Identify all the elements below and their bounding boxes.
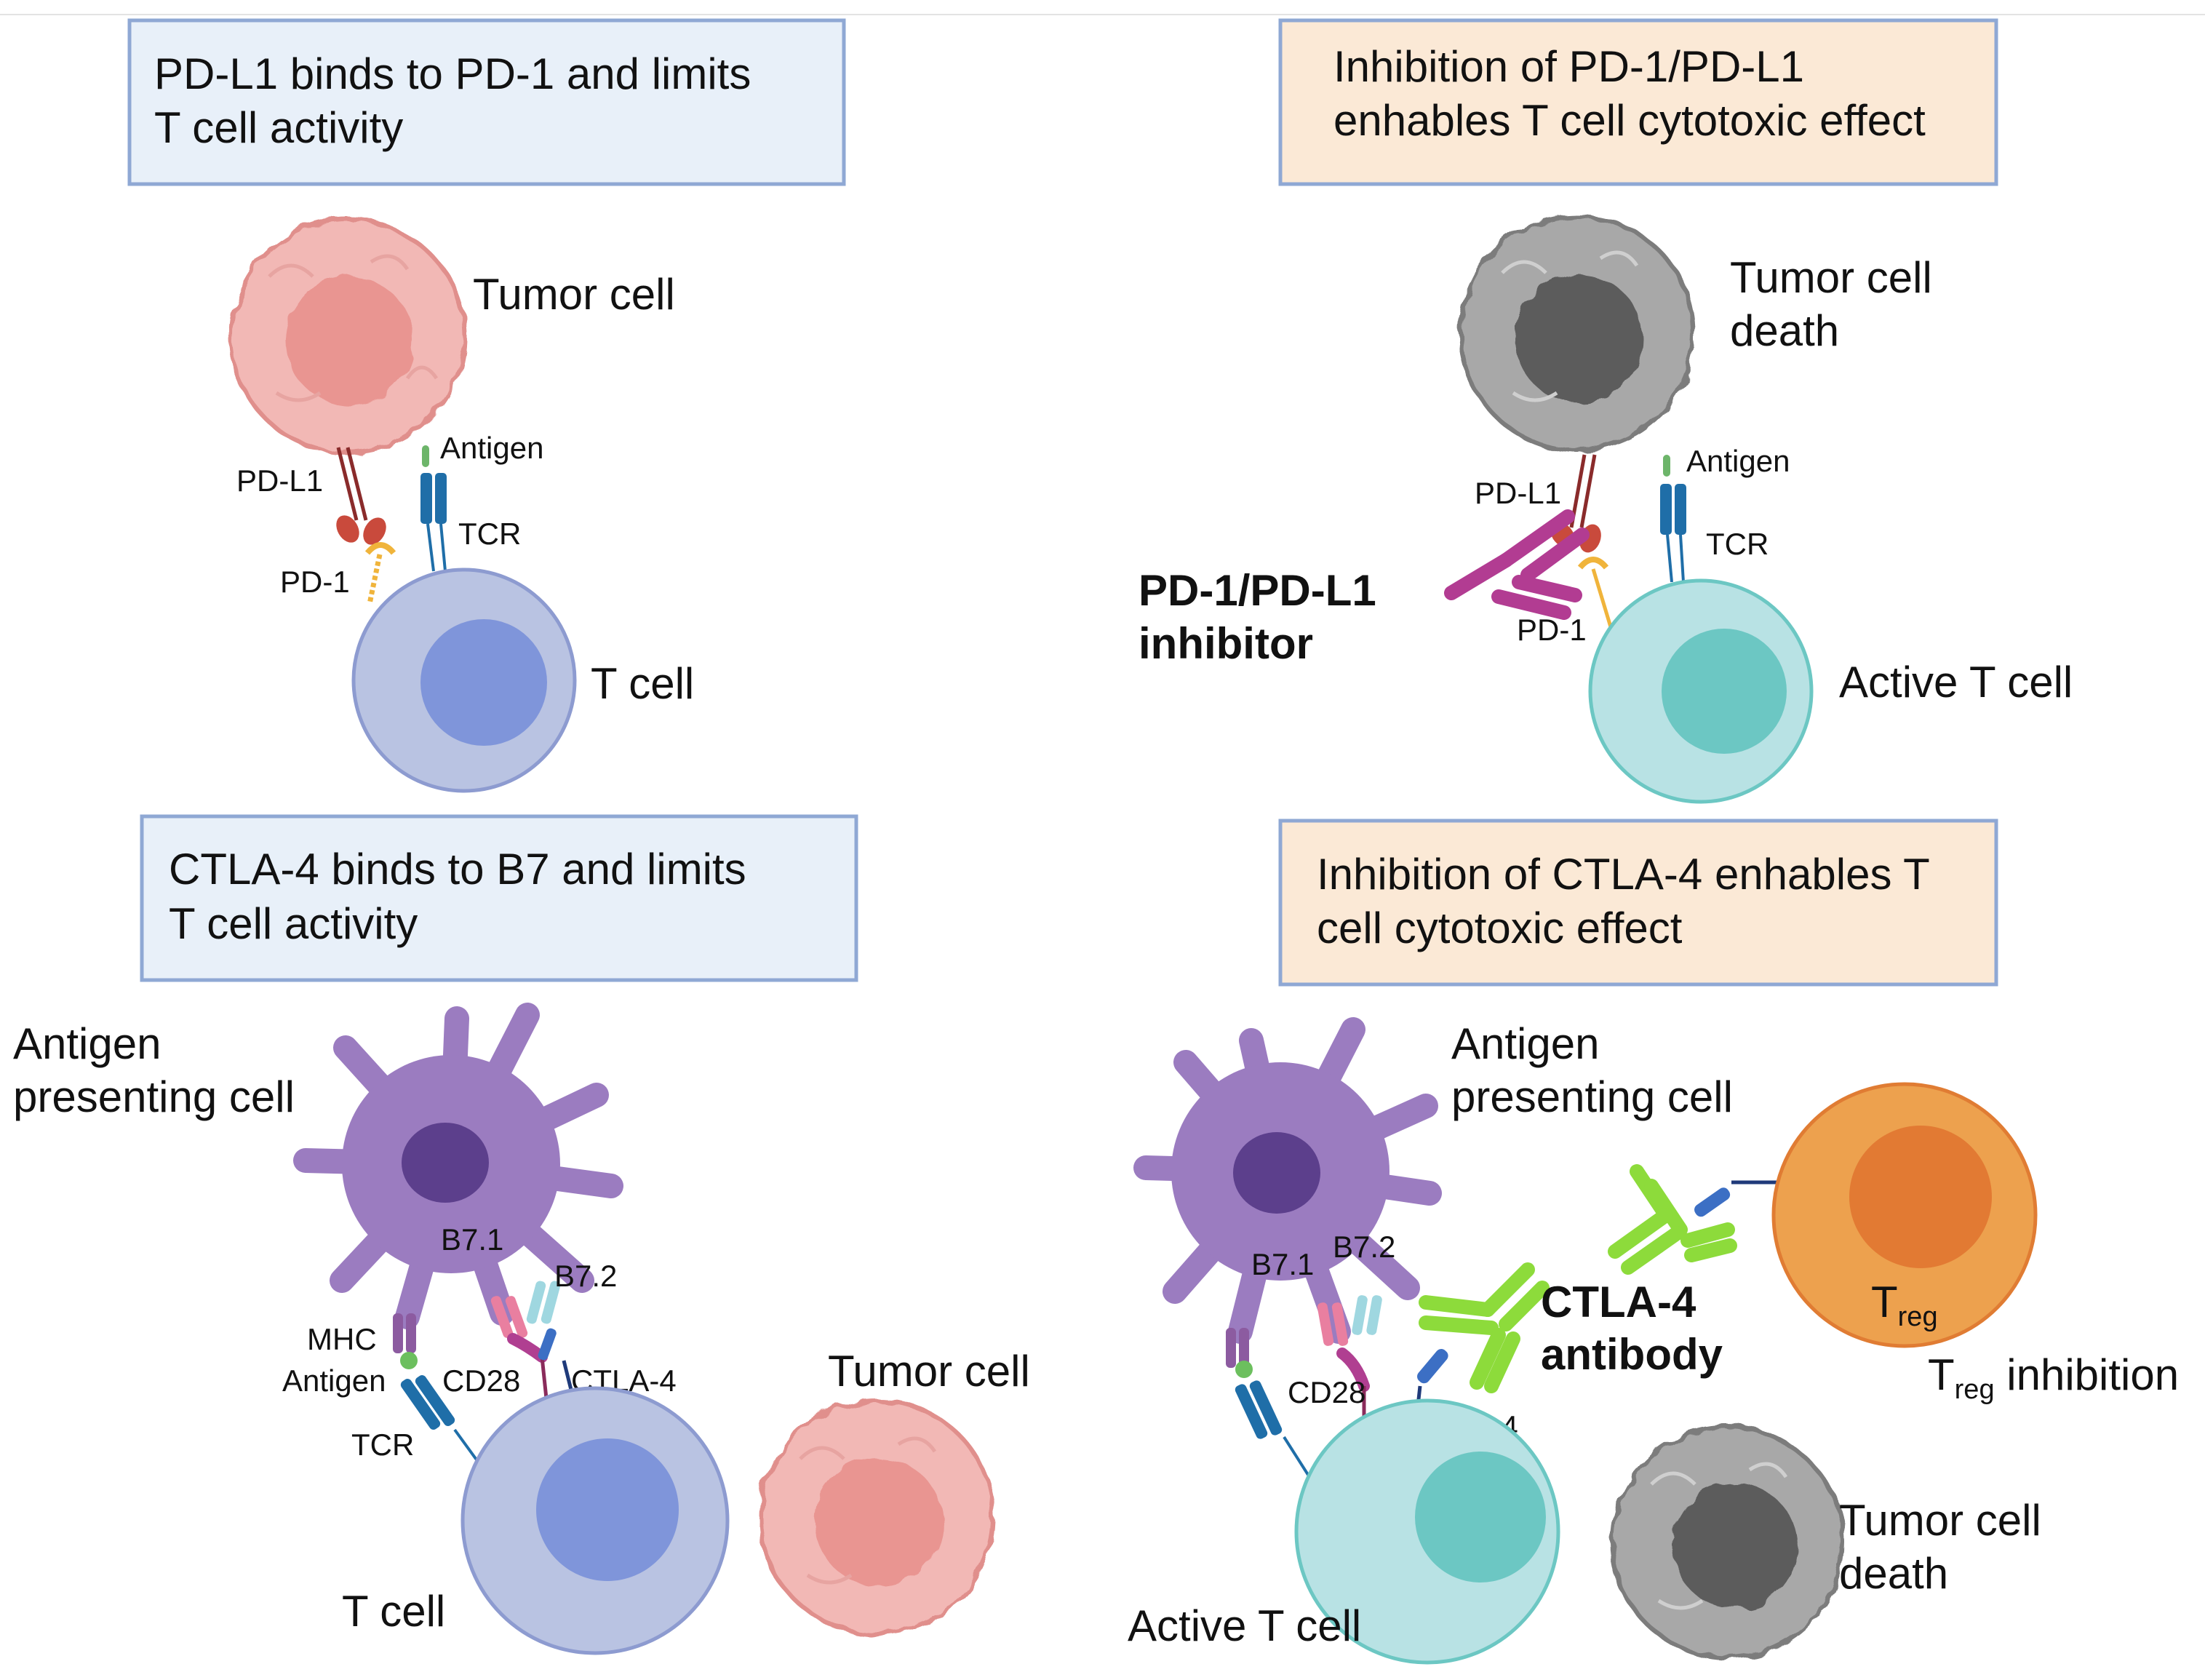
label-cd28: CD28	[1288, 1375, 1365, 1409]
active-t-cell-icon	[1588, 578, 1814, 804]
title-ctla-limit-line1: CTLA-4 binds to B7 and limits	[169, 845, 746, 893]
title-pd-limit-line2: T cell activity	[154, 103, 403, 152]
antigen-presenting-cell-icon	[293, 1003, 623, 1329]
label-apc-line2: presenting cell	[1451, 1072, 1733, 1121]
label-inhibitor-line1: PD-1/PD-L1	[1139, 566, 1376, 615]
label-tumor-death-line2: death	[1730, 306, 1839, 355]
label-apc-line2: presenting cell	[13, 1072, 295, 1121]
panel-ctla-limit: CTLA-4 binds to B7 and limits T cell act…	[13, 814, 1030, 1655]
title-pd-inhibit-line1: Inhibition of PD-1/PD-L1	[1333, 42, 1804, 91]
panel-pd-limit: PD-L1 binds to PD-1 and limits T cell ac…	[127, 18, 846, 793]
dead-tumor-cell-icon	[1459, 215, 1696, 452]
title-box-ctla-limit	[140, 814, 858, 982]
label-tumor-cell: Tumor cell	[473, 270, 675, 319]
label-tcr: TCR	[1706, 527, 1769, 561]
pd-l1-receptor-icon	[336, 447, 386, 545]
dead-tumor-cell-icon	[1611, 1425, 1845, 1660]
tumor-cell-icon	[229, 218, 466, 455]
b7-ligands-icon	[490, 1281, 561, 1338]
label-t-cell: T cell	[591, 659, 694, 708]
label-apc-line1: Antigen	[1451, 1019, 1600, 1068]
active-t-cell-icon	[1294, 1398, 1560, 1665]
label-b7-1: B7.1	[1251, 1247, 1314, 1281]
label-tcr: TCR	[458, 517, 521, 551]
ctla4-antibody-treg-icon	[1608, 1164, 1737, 1275]
label-b7-2: B7.2	[554, 1259, 617, 1293]
label-apc-line1: Antigen	[13, 1019, 162, 1068]
title-ctla-inhibit-line2: cell cytotoxic effect	[1317, 904, 1683, 952]
label-tumor-cell: Tumor cell	[828, 1347, 1030, 1396]
title-box-pd-limit	[127, 18, 846, 186]
label-antibody-line2: antibody	[1541, 1330, 1723, 1379]
pd-inhibitor-antibody-icon	[1444, 509, 1590, 620]
label-tcr: TCR	[351, 1428, 414, 1462]
antigen-presenting-cell-icon	[1133, 1017, 1442, 1344]
label-tumor-death-line1: Tumor cell	[1839, 1496, 2041, 1545]
t-cell-icon	[351, 568, 577, 793]
label-antigen: Antigen	[1686, 444, 1790, 478]
pd-1-receptor-icon	[364, 542, 396, 605]
label-antigen: Antigen	[282, 1363, 386, 1398]
label-b7-1: B7.1	[441, 1222, 503, 1257]
label-treg: Treg	[1871, 1278, 1938, 1332]
panel-ctla-inhibit: Inhibition of CTLA-4 enhables T cell cyt…	[1128, 819, 2179, 1665]
title-box-ctla-inhibit	[1278, 819, 1998, 987]
title-box-pd-inhibit	[1278, 18, 1998, 186]
label-t-cell: T cell	[342, 1587, 445, 1636]
label-pd-1: PD-1	[1517, 613, 1587, 647]
tcr-antigen-icon	[1660, 455, 1686, 583]
label-tumor-death-line1: Tumor cell	[1730, 253, 1932, 302]
label-mhc: MHC	[307, 1322, 377, 1356]
title-pd-inhibit-line2: enhables T cell cytotoxic effect	[1333, 96, 1926, 145]
mhc-tcr-icon	[393, 1313, 485, 1471]
title-ctla-inhibit-line1: Inhibition of CTLA-4 enhables T	[1317, 850, 1930, 899]
label-pd-l1: PD-L1	[236, 463, 323, 498]
label-antibody-line1: CTLA-4	[1541, 1278, 1696, 1326]
ctla4-antibody-icon	[1419, 1262, 1550, 1393]
label-tumor-death-line2: death	[1839, 1549, 1948, 1598]
title-pd-limit-line1: PD-L1 binds to PD-1 and limits	[154, 49, 751, 98]
tumor-cell-icon	[758, 1398, 995, 1636]
t-cell-icon	[460, 1386, 730, 1655]
label-pd-1: PD-1	[280, 565, 350, 599]
label-cd28: CD28	[442, 1363, 520, 1398]
treg-cell-icon	[1771, 1082, 2038, 1348]
label-active-t-cell: Active T cell	[1839, 658, 2073, 706]
pd-1-receptor-icon	[1577, 557, 1614, 630]
label-inhibitor-line2: inhibitor	[1139, 619, 1313, 668]
label-treg-inhibition: Treg inhibition	[1928, 1350, 2179, 1405]
title-ctla-limit-line2: T cell activity	[169, 899, 418, 948]
panel-pd-inhibit: Inhibition of PD-1/PD-L1 enhables T cell…	[1139, 18, 2073, 804]
mhc-tcr-icon	[1226, 1328, 1311, 1478]
label-pd-l1: PD-L1	[1475, 476, 1561, 510]
label-b7-2: B7.2	[1333, 1230, 1395, 1264]
label-active-t-cell: Active T cell	[1128, 1601, 1361, 1650]
tcr-antigen-icon	[420, 445, 447, 572]
b7-ligands-icon	[1317, 1295, 1382, 1346]
label-antigen: Antigen	[440, 431, 543, 465]
